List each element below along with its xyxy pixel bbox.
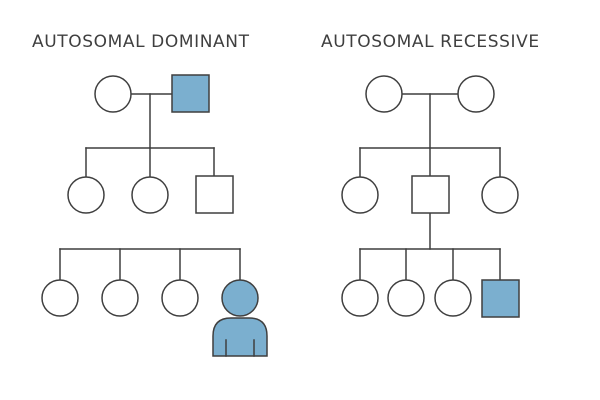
recessive-title: AUTOSOMAL RECESSIVE (321, 32, 540, 52)
female-unaffected-symbol (67, 176, 105, 214)
female-unaffected-symbol (101, 279, 139, 317)
female-unaffected-symbol (341, 279, 379, 317)
dominant-title: AUTOSOMAL DOMINANT (32, 32, 250, 52)
female-unaffected-symbol (481, 176, 519, 214)
female-unaffected-symbol (161, 279, 199, 317)
female-unaffected-symbol (131, 176, 169, 214)
recessive-connectors (359, 93, 501, 281)
dominant-connectors (59, 93, 241, 281)
person-head-shape (221, 279, 259, 317)
recessive-pedigree (341, 75, 520, 318)
female-unaffected-symbol (41, 279, 79, 317)
male-affected-symbol (171, 74, 210, 113)
female-unaffected-symbol (341, 176, 379, 214)
person-affected-icon (212, 279, 268, 357)
person-body-shape (212, 317, 268, 357)
female-unaffected-symbol (457, 75, 495, 113)
female-unaffected-symbol (94, 75, 132, 113)
male-unaffected-symbol (195, 175, 234, 214)
female-unaffected-symbol (365, 75, 403, 113)
dominant-pedigree (41, 74, 268, 357)
male-unaffected-symbol (411, 175, 450, 214)
female-unaffected-symbol (387, 279, 425, 317)
female-unaffected-symbol (434, 279, 472, 317)
male-affected-symbol (481, 279, 520, 318)
